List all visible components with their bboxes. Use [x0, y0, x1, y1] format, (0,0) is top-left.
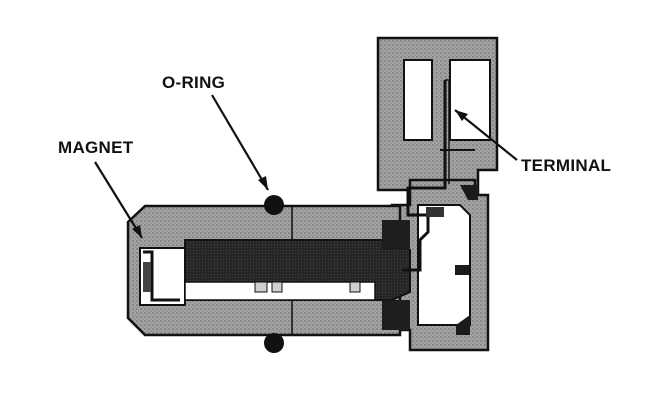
- o-ring-label: O-RING: [162, 73, 225, 92]
- magnet: [143, 250, 180, 302]
- solenoid-body: [126, 204, 411, 337]
- terminal-label: TERMINAL: [521, 156, 611, 175]
- magnet-label: MAGNET: [58, 138, 134, 157]
- connector-housing: [376, 36, 499, 197]
- leader-lines: [94, 94, 518, 239]
- o-ring: [264, 195, 284, 353]
- terminal: [402, 79, 450, 272]
- end-cap-housing: [390, 178, 490, 352]
